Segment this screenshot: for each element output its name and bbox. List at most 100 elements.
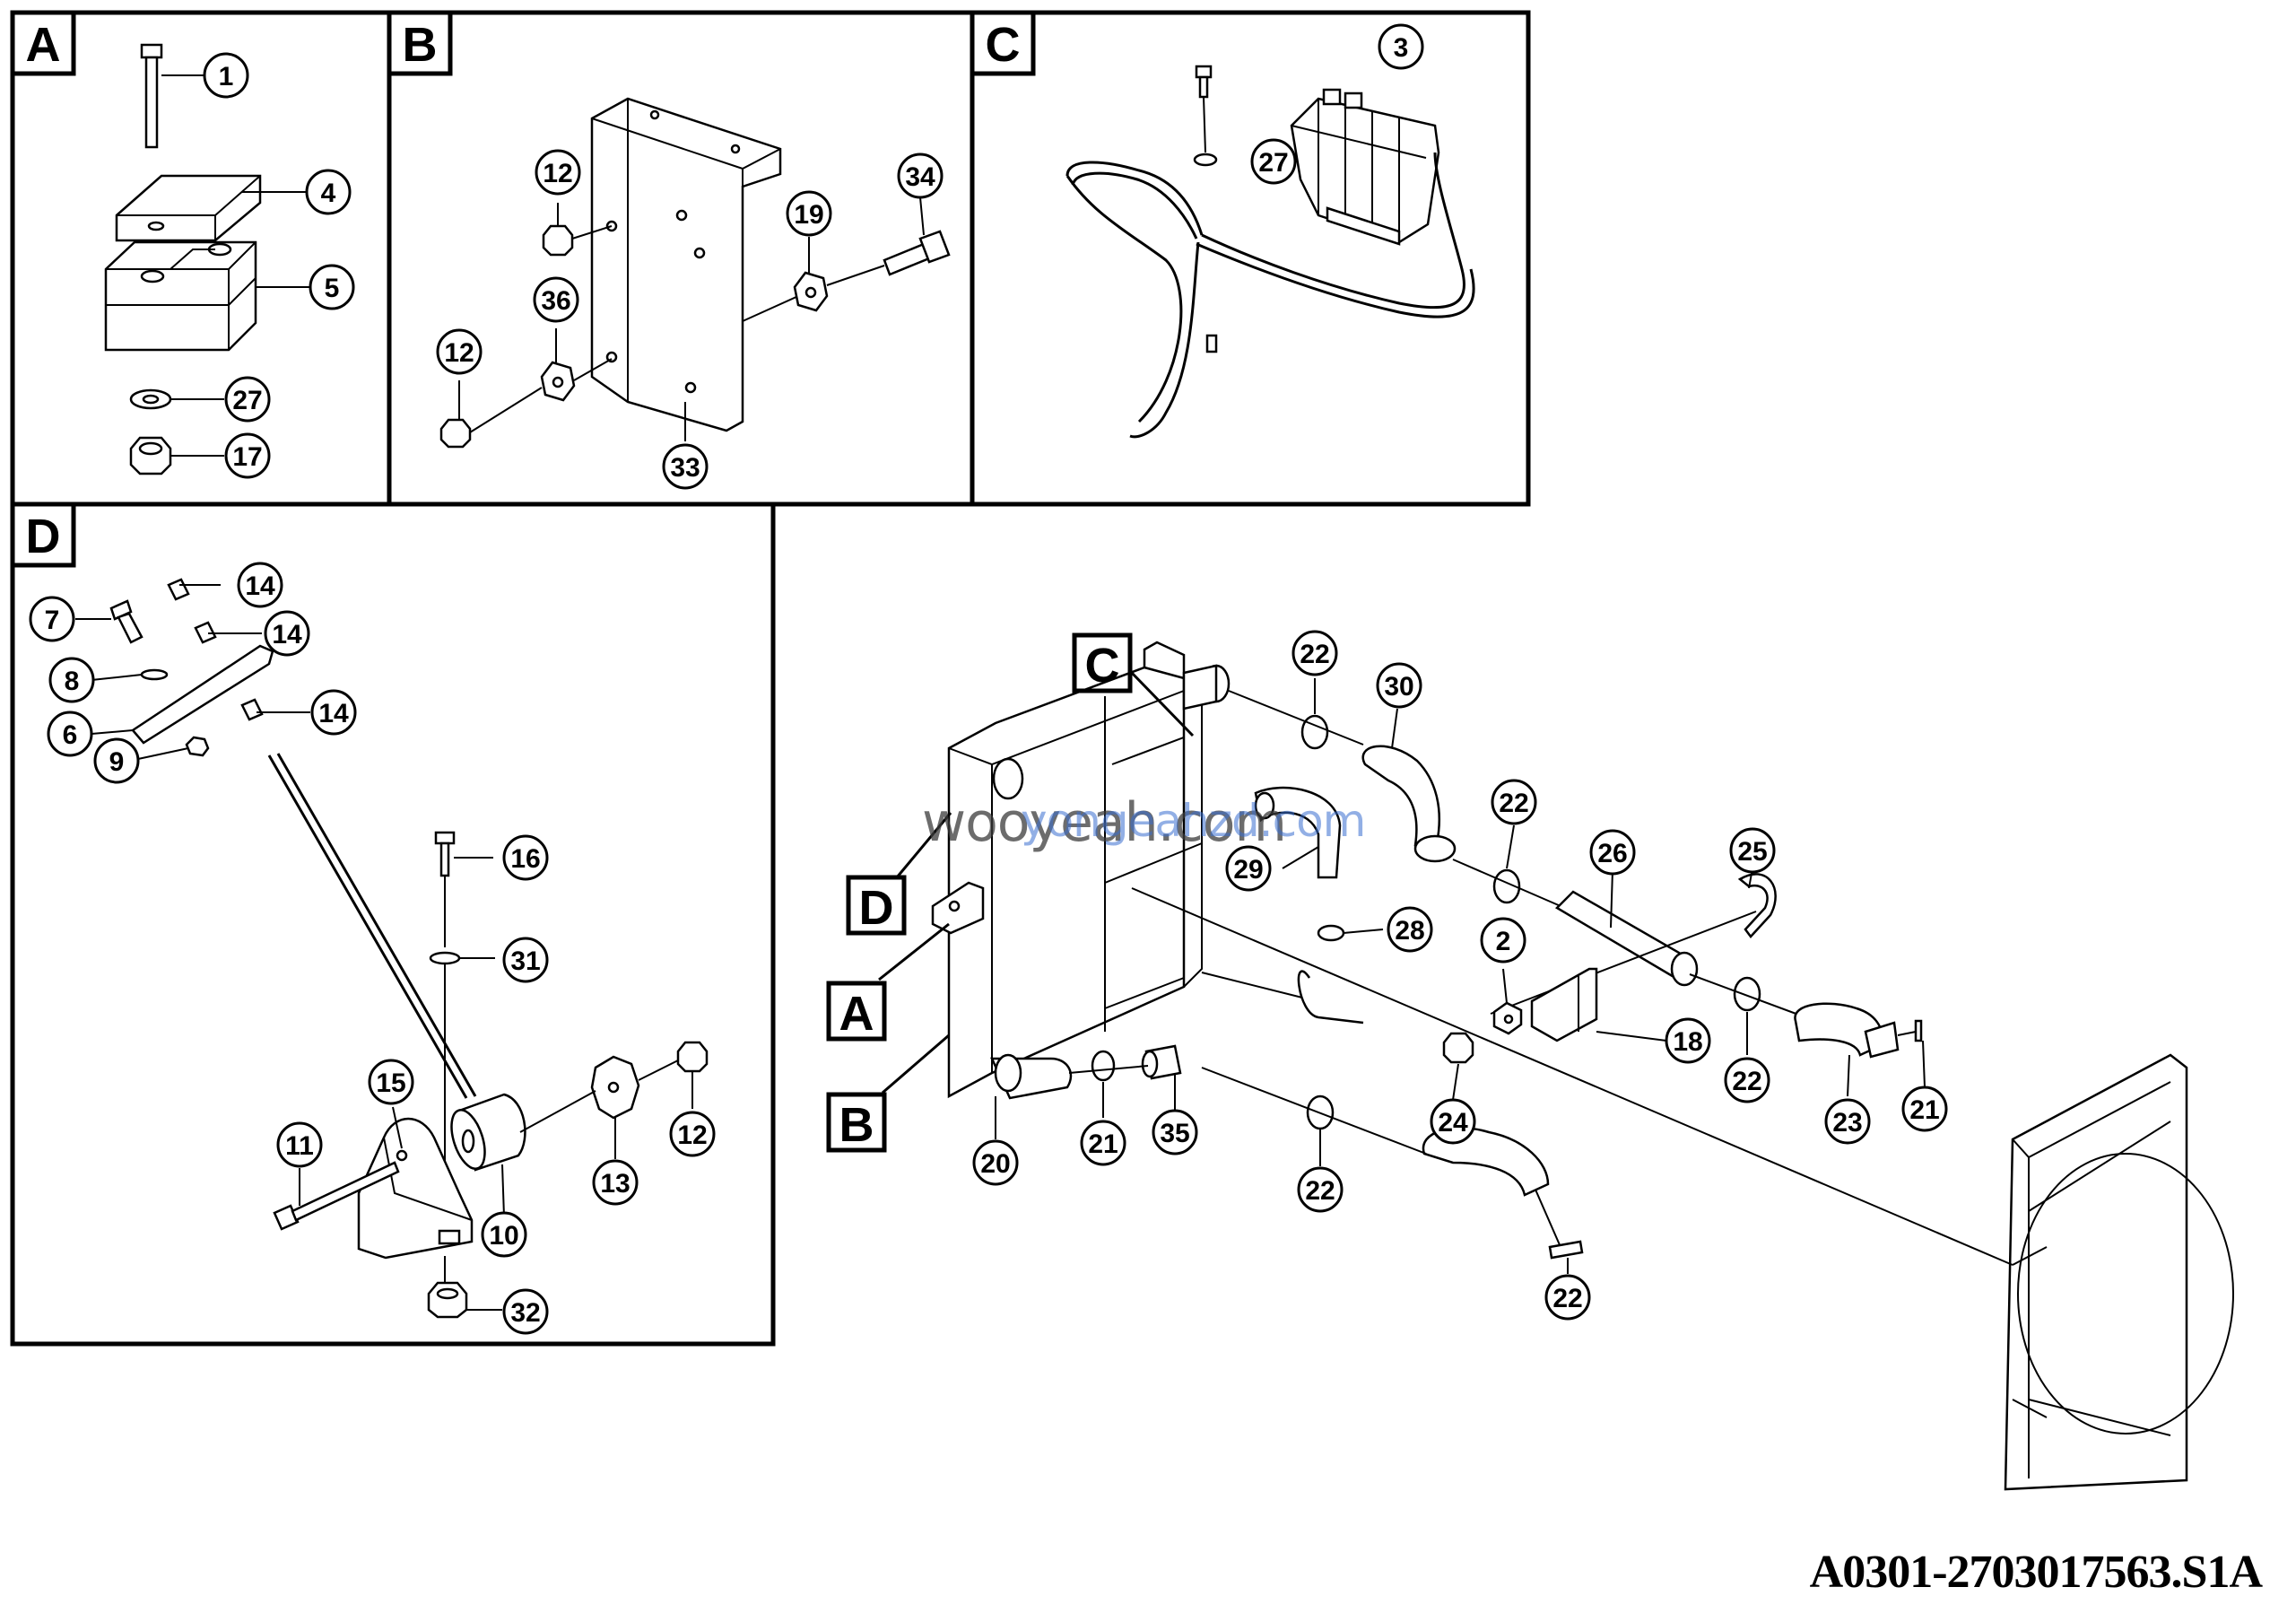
svg-text:11: 11: [285, 1131, 314, 1161]
panel-label-c: C: [970, 10, 1036, 76]
svg-text:27: 27: [1258, 148, 1288, 178]
callout-10: 10: [481, 1211, 527, 1258]
callout-7: 7: [29, 596, 75, 642]
svg-text:A: A: [26, 18, 61, 72]
svg-text:13: 13: [600, 1169, 630, 1199]
callout-12-d: 12: [669, 1111, 716, 1157]
main-label-d: D: [846, 812, 952, 936]
svg-text:14: 14: [318, 699, 349, 728]
main-leaders: [995, 678, 1926, 1274]
svg-text:B: B: [839, 1098, 874, 1152]
callout-24: 24: [1430, 1098, 1476, 1145]
svg-text:22: 22: [1552, 1284, 1582, 1313]
svg-text:9: 9: [109, 747, 125, 777]
svg-text:17: 17: [232, 442, 262, 472]
svg-text:34: 34: [905, 162, 935, 192]
callout-3: 3: [1378, 23, 1424, 70]
svg-text:32: 32: [510, 1298, 540, 1328]
panel-d-frame: [10, 501, 776, 1347]
callout-21-m1: 21: [1901, 1086, 1948, 1132]
hose-assembly: [1068, 690, 1923, 1260]
callout-23: 23: [1824, 1098, 1871, 1145]
callout-27-c: 27: [1250, 138, 1297, 185]
svg-text:D: D: [26, 510, 61, 563]
svg-text:25: 25: [1737, 837, 1767, 867]
svg-text:16: 16: [510, 844, 540, 874]
callout-8: 8: [48, 657, 95, 703]
svg-text:26: 26: [1597, 839, 1627, 868]
svg-text:D: D: [859, 881, 894, 935]
callout-29: 29: [1225, 845, 1272, 892]
main-label-c: C: [1072, 632, 1195, 737]
callout-31: 31: [502, 937, 549, 983]
callout-11: 11: [276, 1121, 323, 1168]
callout-9: 9: [93, 737, 140, 784]
svg-text:19: 19: [794, 200, 823, 230]
callout-4: 4: [305, 169, 352, 215]
svg-text:C: C: [1085, 639, 1120, 693]
callout-22-m5: 22: [1544, 1274, 1591, 1321]
callout-5: 5: [309, 264, 355, 310]
svg-text:3: 3: [1394, 33, 1409, 63]
callout-33: 33: [662, 443, 709, 490]
svg-text:23: 23: [1832, 1108, 1862, 1138]
callout-28: 28: [1387, 906, 1433, 953]
svg-text:7: 7: [45, 606, 60, 635]
callout-36: 36: [533, 276, 579, 323]
callout-22-m1: 22: [1292, 630, 1338, 676]
callout-30: 30: [1376, 662, 1422, 709]
callout-14-d2: 14: [264, 610, 310, 657]
svg-text:6: 6: [63, 720, 78, 750]
svg-text:35: 35: [1160, 1119, 1189, 1148]
callout-12-b2: 12: [436, 328, 483, 375]
callout-15: 15: [368, 1059, 414, 1105]
callout-19: 19: [786, 190, 832, 237]
svg-text:14: 14: [245, 571, 275, 601]
callout-14-d3: 14: [310, 689, 357, 736]
callout-6: 6: [47, 711, 93, 757]
panel-d-parts: [75, 578, 709, 1319]
svg-text:21: 21: [1088, 1129, 1118, 1159]
panel-label-b: B: [387, 10, 453, 76]
callout-14-d1: 14: [237, 562, 283, 608]
callout-1: 1: [203, 52, 249, 99]
main-label-a: A: [826, 922, 950, 1042]
radiator-core: [931, 641, 1364, 1100]
callout-2: 2: [1480, 917, 1526, 964]
callout-22-m3: 22: [1724, 1057, 1770, 1103]
callout-25: 25: [1729, 827, 1776, 874]
main-label-b: B: [826, 1033, 950, 1153]
callout-22-m2: 22: [1491, 779, 1537, 825]
svg-text:1: 1: [219, 62, 234, 92]
svg-text:8: 8: [65, 667, 80, 696]
panel-b-parts: [439, 97, 951, 449]
panel-label-a: A: [10, 10, 76, 76]
svg-text:31: 31: [510, 946, 540, 976]
svg-text:12: 12: [444, 338, 474, 368]
callout-12-b1: 12: [535, 149, 581, 196]
svg-text:4: 4: [321, 179, 336, 208]
svg-text:12: 12: [677, 1121, 707, 1150]
svg-text:B: B: [403, 18, 438, 72]
svg-text:12: 12: [543, 159, 572, 188]
svg-text:15: 15: [376, 1068, 405, 1098]
fan-shroud: [1131, 887, 2234, 1491]
callouts: 1 4 5 27 17 12 12 36 19 34 33 3 27 14 14…: [29, 23, 1948, 1335]
callout-34: 34: [897, 153, 944, 199]
callout-17: 17: [224, 432, 271, 479]
callout-16: 16: [502, 834, 549, 881]
panel-a-parts: [104, 43, 314, 475]
svg-text:22: 22: [1300, 640, 1329, 669]
callout-20: 20: [972, 1139, 1019, 1186]
svg-text:C: C: [986, 18, 1021, 72]
svg-text:5: 5: [325, 274, 340, 303]
svg-text:10: 10: [489, 1221, 518, 1251]
drawing-code: A0301-2703017563.S1A: [1809, 1547, 2263, 1598]
svg-text:2: 2: [1496, 927, 1511, 956]
svg-text:21: 21: [1909, 1095, 1939, 1125]
callout-27-a: 27: [224, 376, 271, 423]
svg-text:14: 14: [272, 620, 302, 650]
svg-text:18: 18: [1673, 1027, 1702, 1057]
callout-32: 32: [502, 1288, 549, 1335]
